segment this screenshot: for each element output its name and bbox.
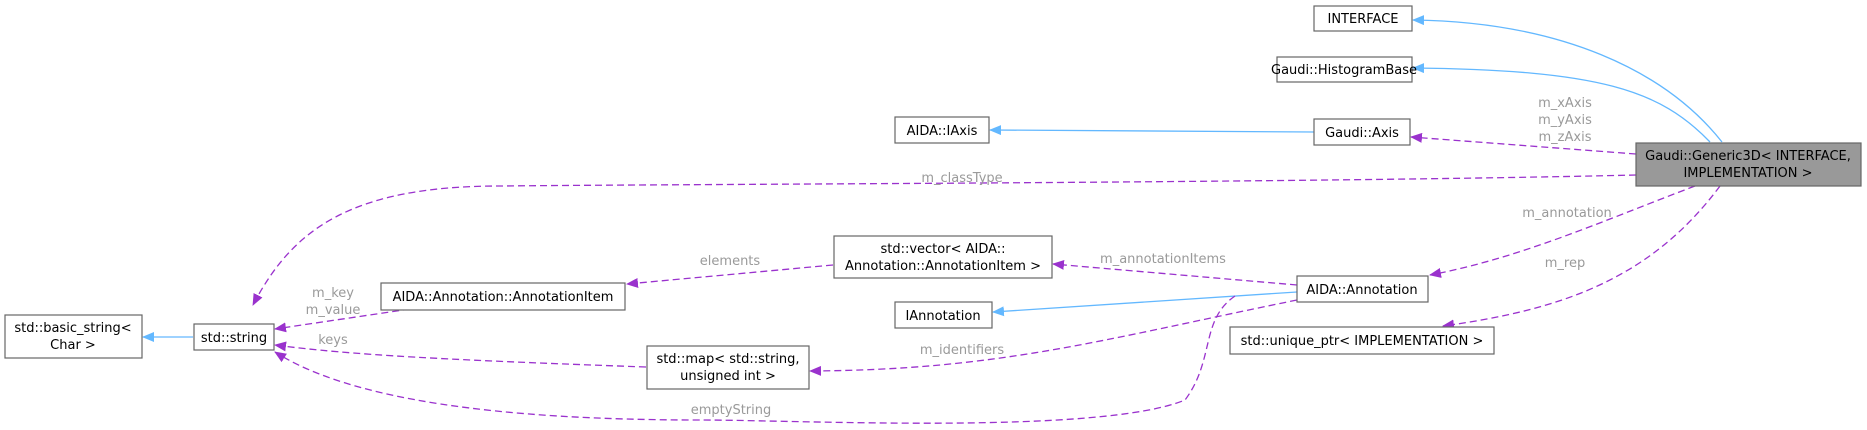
edge-axis-to-iaxis xyxy=(989,125,1315,136)
node-label-line-2: IMPLEMENTATION > xyxy=(1683,166,1812,181)
class-node-annotation[interactable]: AIDA::Annotation xyxy=(1296,275,1429,303)
node-label: AIDA::Annotation xyxy=(1306,283,1417,298)
edge-label-key: m_key xyxy=(312,286,354,301)
edge-label-value: m_value xyxy=(306,303,361,318)
node-label: AIDA::IAxis xyxy=(907,124,978,139)
class-node-iannotation[interactable]: IAnnotation xyxy=(894,301,993,329)
node-label: std::unique_ptr< IMPLEMENTATION > xyxy=(1241,334,1484,349)
edge-axes-usage xyxy=(1410,132,1637,155)
edges xyxy=(142,15,1723,424)
edge-class-type-usage xyxy=(252,174,1637,306)
edge-label-rep: m_rep xyxy=(1545,256,1585,271)
node-label: IAnnotation xyxy=(905,309,980,324)
class-node-generic3d[interactable]: Gaudi::Generic3D< INTERFACE, IMPLEMENTAT… xyxy=(1635,142,1862,187)
edge-rep-usage xyxy=(1442,185,1721,330)
node-label: AIDA::Annotation::AnnotationItem xyxy=(393,290,614,305)
node-box xyxy=(1313,5,1413,32)
class-node-axis[interactable]: Gaudi::Axis xyxy=(1313,118,1411,146)
node-label-line-2: unsigned int > xyxy=(680,369,776,384)
edge-label-x-axis: m_xAxis xyxy=(1538,96,1592,111)
edge-label-identifiers: m_identifiers xyxy=(920,343,1005,358)
edge-label-keys: keys xyxy=(318,333,348,348)
class-node-basic-string[interactable]: std::basic_string< Char > xyxy=(4,314,143,359)
edge-label-empty-string: emptyString xyxy=(691,403,772,418)
node-label: Gaudi::HistogramBase xyxy=(1271,63,1417,78)
node-label-line-2: Annotation::AnnotationItem > xyxy=(845,259,1041,274)
node-label-line-1: std::vector< AIDA:: xyxy=(880,242,1005,257)
edge-elements-usage xyxy=(626,264,834,288)
edge-identifiers-usage xyxy=(809,299,1298,376)
class-node-string[interactable]: std::string xyxy=(193,323,275,351)
class-node-annotation-item[interactable]: AIDA::Annotation::AnnotationItem xyxy=(380,282,626,311)
node-label-line-1: std::basic_string< xyxy=(14,321,131,336)
node-box xyxy=(1229,326,1495,355)
class-node-iaxis[interactable]: AIDA::IAxis xyxy=(894,116,990,144)
nodes: INTERFACE Gaudi::HistogramBase AIDA::IAx… xyxy=(4,5,1862,390)
node-box xyxy=(894,301,993,329)
node-box xyxy=(4,314,143,359)
node-label-line-1: std::map< std::string, xyxy=(656,352,799,367)
edge-annotation-items-usage xyxy=(1052,259,1298,286)
node-box xyxy=(1276,56,1413,83)
edge-labels: m_xAxis m_yAxis m_zAxis m_classType m_an… xyxy=(306,96,1612,418)
class-node-map[interactable]: std::map< std::string, unsigned int > xyxy=(646,345,810,390)
node-label: std::string xyxy=(201,331,267,346)
node-box xyxy=(1635,142,1862,187)
node-box xyxy=(833,235,1053,279)
node-box xyxy=(646,345,810,390)
edge-key-value-usage xyxy=(274,308,411,333)
edge-annotation-member-usage xyxy=(1429,185,1696,278)
edge-label-annotation: m_annotation xyxy=(1522,206,1612,221)
node-label-line-1: Gaudi::Generic3D< INTERFACE, xyxy=(1645,149,1851,164)
class-node-unique-ptr[interactable]: std::unique_ptr< IMPLEMENTATION > xyxy=(1229,326,1495,355)
node-label-line-2: Char > xyxy=(50,338,96,353)
node-label: INTERFACE xyxy=(1328,12,1399,27)
node-box xyxy=(193,323,275,351)
class-node-histogram-base[interactable]: Gaudi::HistogramBase xyxy=(1271,56,1417,83)
edge-keys-usage xyxy=(274,341,647,368)
edge-label-z-axis: m_zAxis xyxy=(1539,130,1592,145)
class-node-interface[interactable]: INTERFACE xyxy=(1313,5,1413,32)
node-box xyxy=(1313,118,1411,146)
edge-generic3d-to-histogram-base xyxy=(1412,63,1711,143)
node-box xyxy=(1296,275,1429,303)
edge-label-class-type: m_classType xyxy=(921,171,1002,186)
class-node-vector[interactable]: std::vector< AIDA:: Annotation::Annotati… xyxy=(833,235,1053,279)
edge-label-y-axis: m_yAxis xyxy=(1538,113,1592,128)
edge-label-annotation-items: m_annotationItems xyxy=(1100,252,1226,267)
edge-annotation-to-iannotation xyxy=(992,291,1298,317)
edge-label-elements: elements xyxy=(700,254,761,269)
node-box xyxy=(894,116,990,144)
node-label: Gaudi::Axis xyxy=(1325,126,1399,141)
node-box xyxy=(380,282,626,311)
edge-generic3d-to-interface xyxy=(1412,15,1723,143)
